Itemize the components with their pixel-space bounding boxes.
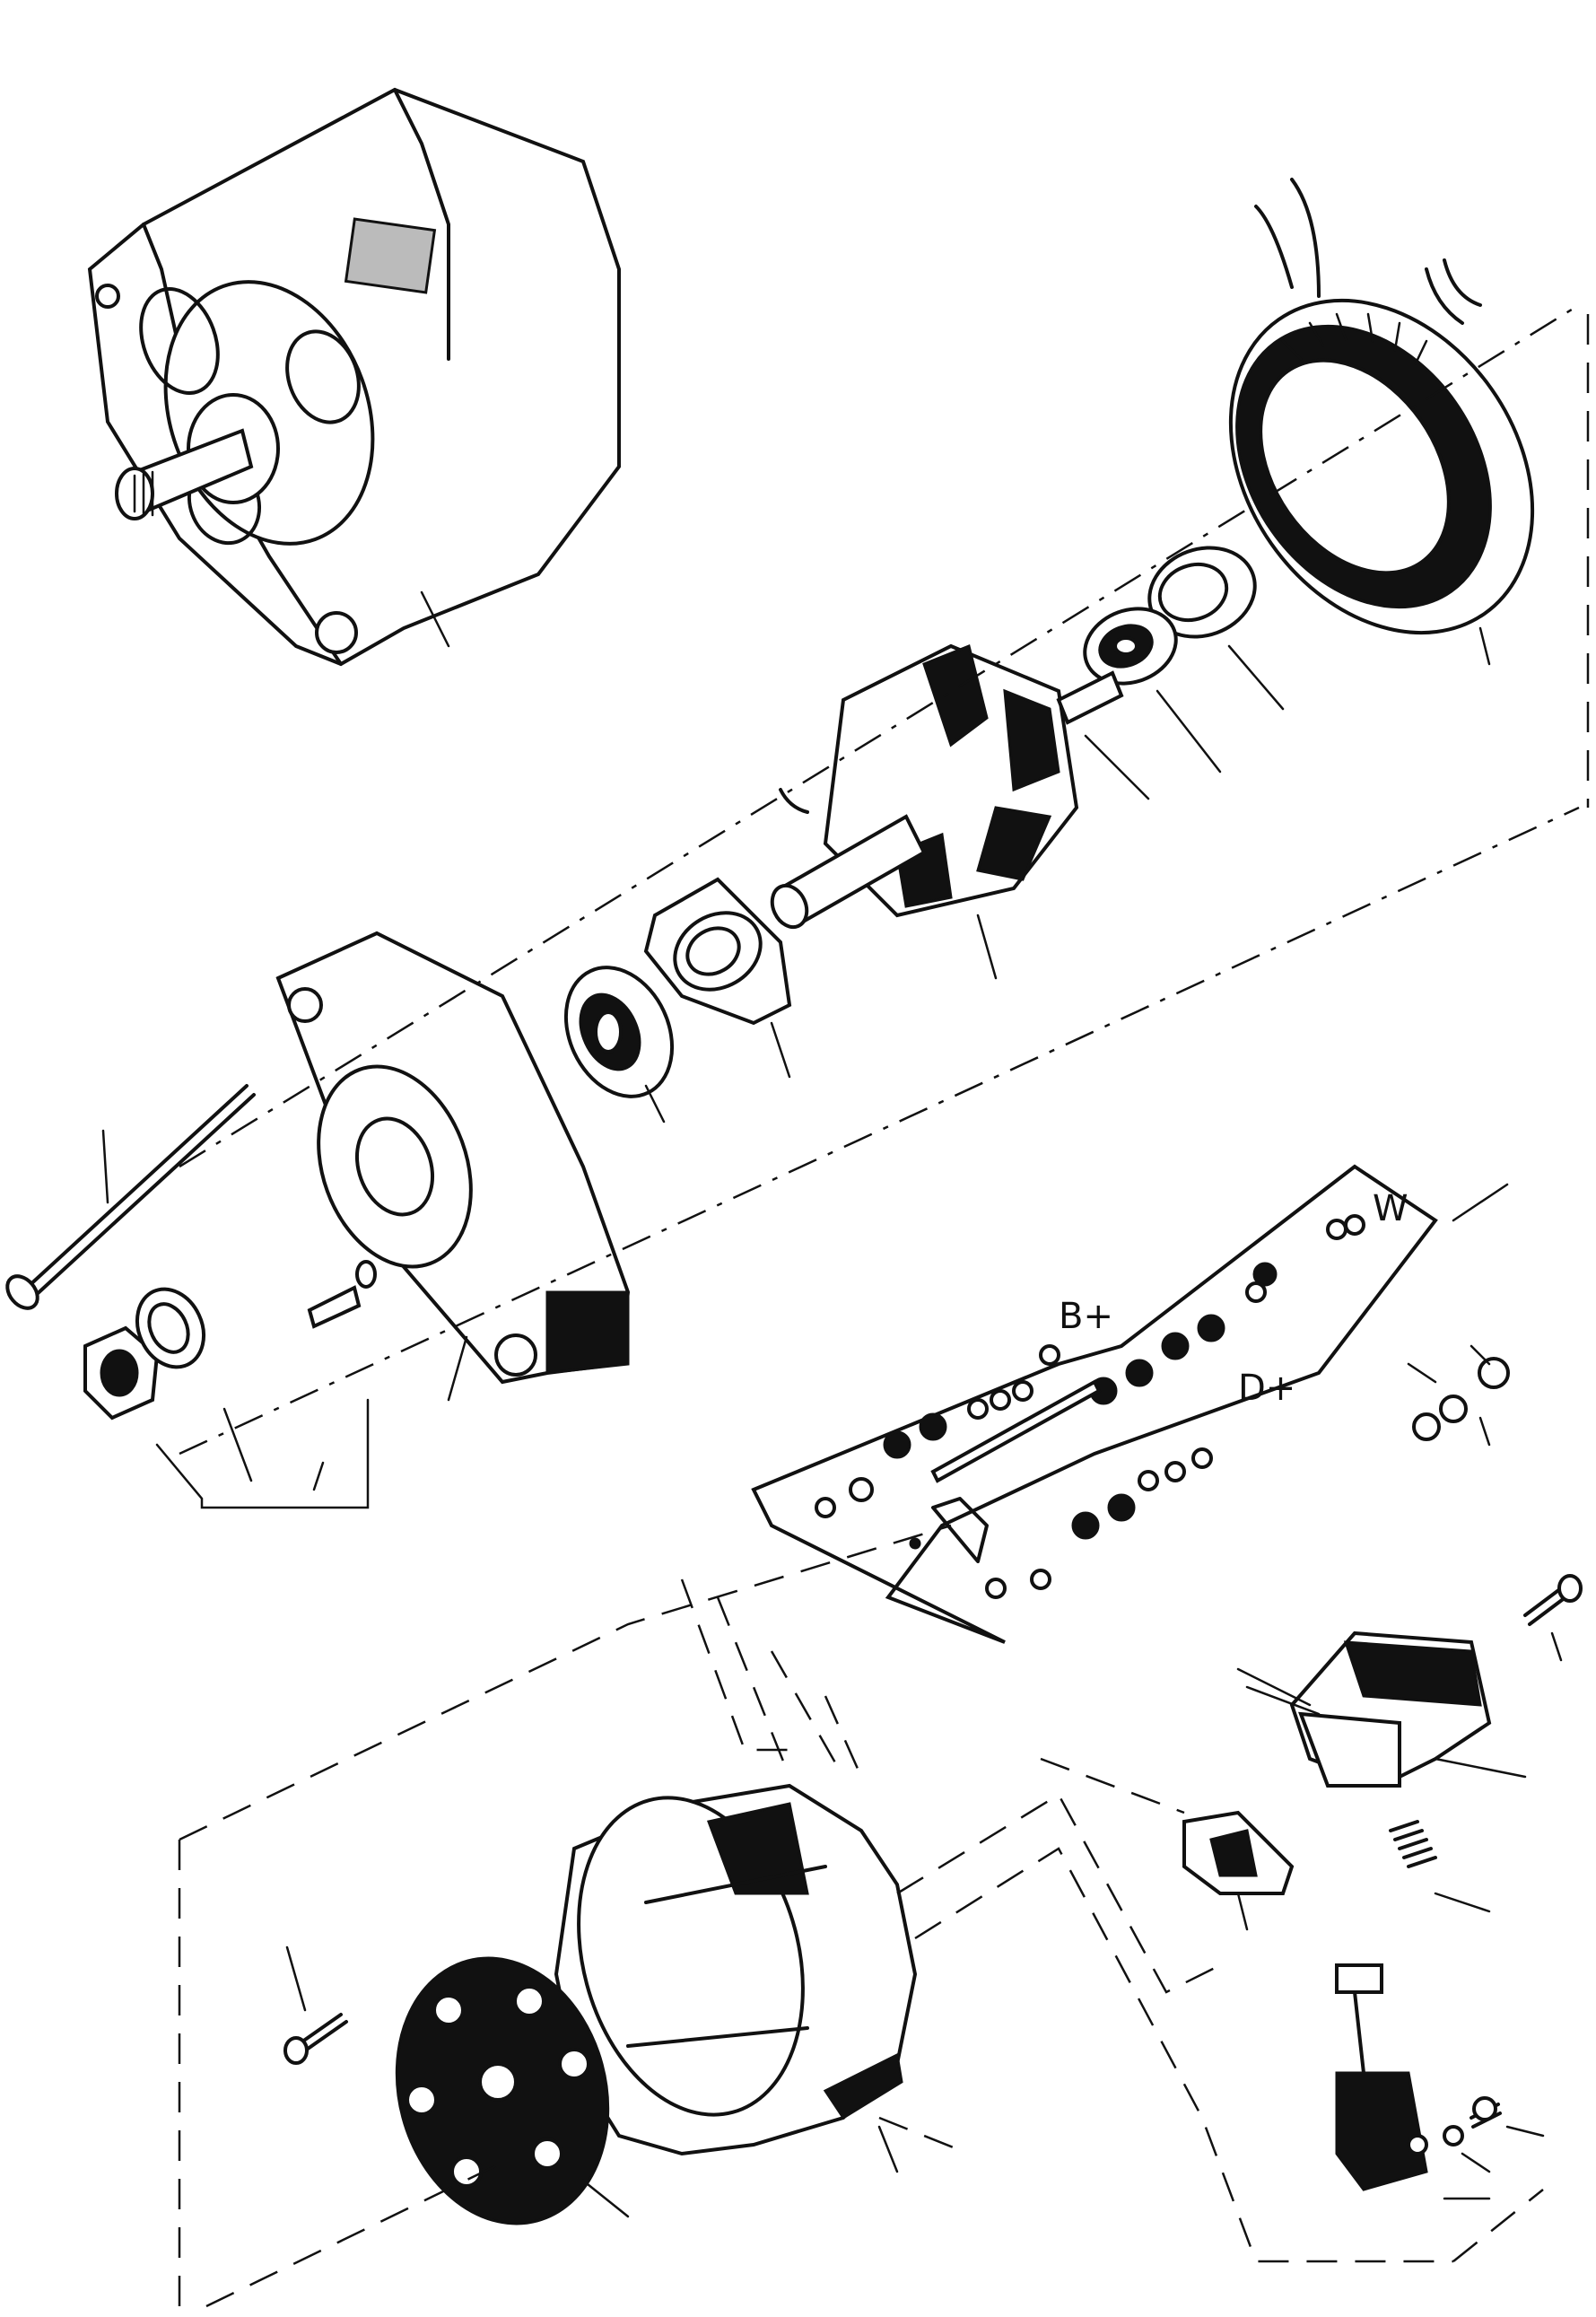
stator: [1228, 178, 1535, 666]
bearing-retainer-plate: [643, 877, 792, 1079]
rectifier-heat-sink: [395, 1956, 630, 2225]
rotor: [770, 643, 1150, 980]
brush-spring: [1389, 1820, 1491, 1913]
terminal-label-b-plus: B+: [1059, 1296, 1113, 1337]
terminal-nuts: [1407, 1344, 1510, 1447]
heat-sink-screw: [283, 1945, 348, 2065]
lock-washer: [135, 1287, 205, 1369]
capacitor-screw: [1443, 2096, 1545, 2173]
suppressor-capacitor: [1335, 1963, 1491, 2200]
brush-holder-screw: [1523, 1574, 1583, 1662]
rear-bearing: [1083, 607, 1222, 774]
slip-ring-end-housing: [554, 1783, 918, 2173]
rectifier-plate: W B+ D+: [751, 1164, 1509, 1644]
rectifier-diodes: [815, 1214, 1365, 1599]
callout-bracket-left: [155, 1398, 370, 1509]
woodruff-key: [307, 1260, 377, 1329]
drive-end-housing: [275, 931, 631, 1402]
front-bearing: [563, 966, 675, 1124]
terminal-label-w: W: [1373, 1188, 1408, 1229]
through-bolt: [5, 1084, 256, 1310]
voltage-regulator: [1236, 1631, 1527, 1788]
terminal-label-d-plus: D+: [1238, 1368, 1295, 1409]
pulley-nut: [83, 1325, 160, 1421]
assembly-lines: [178, 303, 1590, 2315]
brush-cover: [1182, 1810, 1295, 1931]
alternator-assembly: [87, 87, 621, 667]
